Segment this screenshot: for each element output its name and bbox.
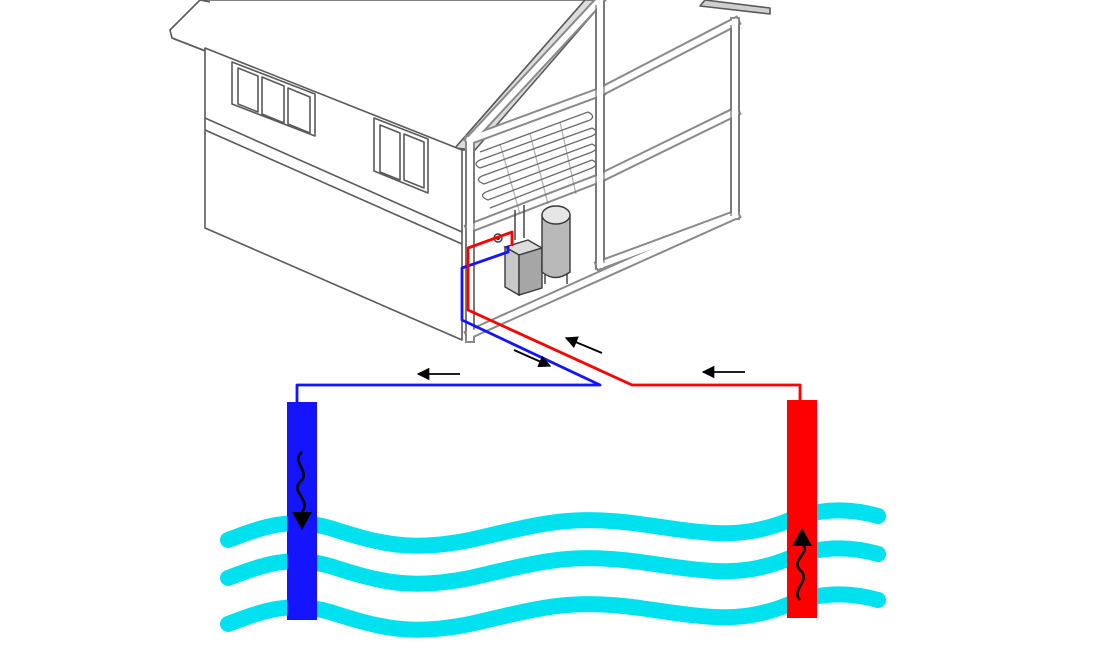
flow-arrows	[416, 336, 745, 381]
storage-tank-icon	[541, 205, 571, 284]
groundwater-wave	[220, 540, 886, 592]
house-window-left	[231, 61, 316, 137]
flow-arrow-icon	[564, 336, 603, 354]
wavy-flow-arrow-icon	[792, 528, 812, 601]
wavy-flow-arrow-icon	[292, 451, 312, 530]
underfloor-heating-coil	[475, 111, 597, 215]
cold-pipe	[295, 246, 602, 402]
house-window-right	[373, 117, 429, 194]
groundwater-wave	[220, 502, 886, 554]
groundwater-waves	[220, 502, 886, 638]
groundwater-wave	[220, 586, 886, 638]
house-front-wall	[204, 47, 463, 341]
heat-pump-icon	[493, 205, 544, 297]
warm-pipe	[466, 230, 802, 402]
flow-arrow-icon	[513, 349, 552, 368]
